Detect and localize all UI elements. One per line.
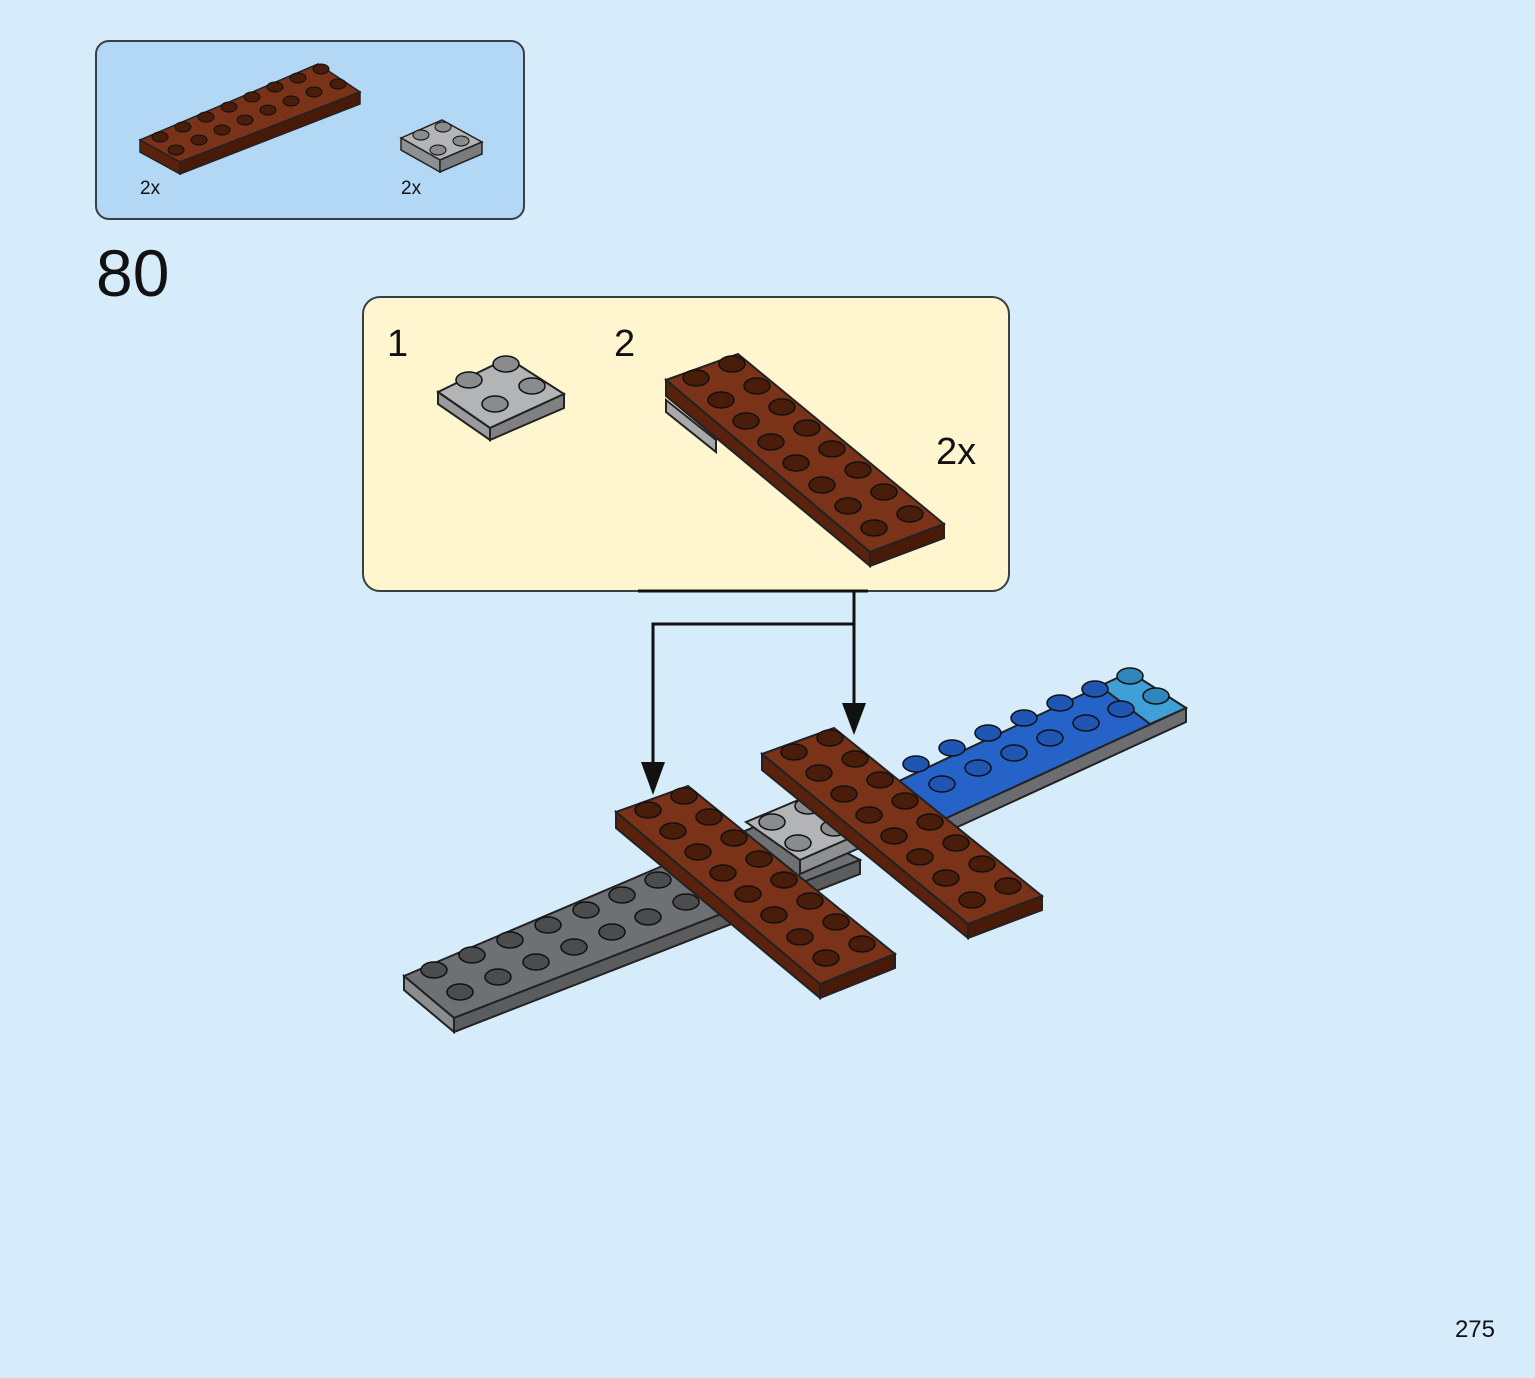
step-number: 80 — [96, 236, 170, 310]
placement-arrows — [638, 589, 868, 765]
main-model-image — [402, 667, 1189, 1035]
parts-list-brown-plate-image — [138, 63, 362, 176]
part-quantity-brown-plate: 2x — [140, 178, 161, 199]
part-quantity-gray-plate: 2x — [401, 178, 422, 199]
arrow-head-left — [641, 762, 665, 795]
page-number: 275 — [1454, 1316, 1495, 1343]
sub-step-1-gray-plate-image — [436, 355, 567, 442]
sub-step-1-label: 1 — [387, 323, 409, 365]
sub-step-2-label: 2 — [614, 323, 636, 365]
sub-assembly-multiplier: 2x — [936, 431, 977, 473]
sub-step-2-brown-plate-image — [664, 352, 946, 569]
arrow-head-right — [842, 703, 866, 735]
parts-list-gray-plate-image — [399, 119, 484, 174]
